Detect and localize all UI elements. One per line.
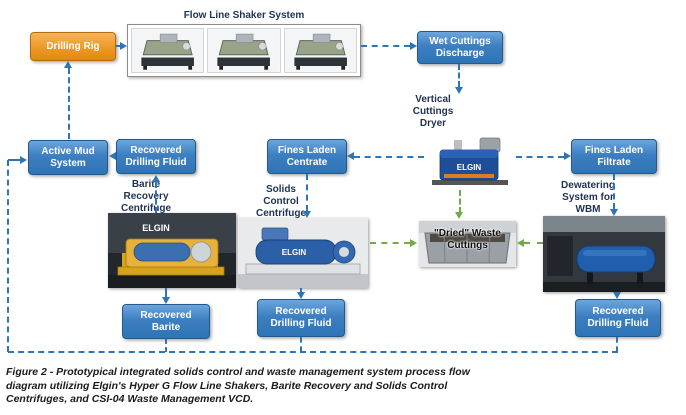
node-dried-waste-cuttings: "Dried" Waste Cuttings	[434, 228, 501, 251]
barite-centrifuge-brand-text: ELGIN	[142, 223, 170, 233]
flow-wet-cuttings-to-vcd	[458, 64, 460, 87]
flow-centrate-to-solids-centrifuge	[306, 174, 308, 211]
return-line-barite-drop	[165, 339, 167, 352]
waste-dewatering-to-dried-cuttings	[524, 242, 543, 244]
solids-control-centrifuge-photo: ELGIN	[238, 218, 368, 288]
flow-line-shaker-system-photos	[127, 24, 361, 77]
vertical-cuttings-dryer-photo: ELGIN	[424, 130, 516, 188]
flow-dewatering-to-recovered-fluid	[613, 292, 621, 299]
flow-active-mud-to-drilling-rig	[68, 68, 70, 139]
arrowhead-left-icon	[347, 152, 354, 160]
vcd-machine-illustration: ELGIN	[424, 130, 516, 188]
dried-waste-cuttings-photo	[419, 221, 516, 267]
waste-container-illustration	[419, 221, 516, 267]
node-recovered-drilling-fluid-right: Recovered Drilling Fluid	[575, 299, 661, 337]
return-line-bottom	[8, 351, 618, 353]
arrowhead-up-icon	[64, 61, 72, 68]
solids-centrifuge-brand-text: ELGIN	[282, 248, 307, 257]
return-line-mid-drop	[300, 337, 302, 352]
flow-shakers-to-wet-cuttings	[361, 45, 410, 47]
dewatering-system-label: Dewatering System for WBM	[561, 180, 615, 215]
dewatering-system-illustration	[543, 216, 665, 292]
return-line-right-drop	[616, 337, 618, 352]
waste-solids-centrifuge-to-dried-cuttings	[370, 242, 410, 244]
arrowhead-down-icon	[297, 292, 305, 299]
shaker-machine-illustration	[284, 29, 356, 72]
node-fines-laden-filtrate: Fines Laden Filtrate	[571, 139, 657, 174]
arrowhead-right-icon	[120, 42, 127, 50]
flow-barite-centrifuge-to-recovered-barite	[165, 288, 167, 298]
node-recovered-barite: Recovered Barite	[122, 304, 210, 339]
figure-caption: Figure 2 - Prototypical integrated solid…	[6, 366, 470, 406]
arrowhead-right-icon	[410, 42, 417, 50]
barite-recovery-centrifuge-label: Barite Recovery Centrifuge	[121, 179, 171, 214]
barite-centrifuge-illustration: ELGIN	[108, 213, 236, 288]
arrowhead-right-icon	[20, 156, 27, 164]
shaker-photo	[207, 28, 281, 73]
return-line-into-active-mud	[8, 159, 20, 161]
flow-recovered-fluid-to-active-mud	[109, 152, 116, 160]
flow-vcd-to-fines-centrate	[354, 156, 424, 158]
arrowhead-left-icon	[517, 239, 524, 247]
flow-solids-centrifuge-to-recovered-fluid	[300, 288, 302, 293]
shaker-machine-illustration	[132, 29, 204, 72]
flow-barite-centrifuge-to-recovered-fluid	[155, 182, 157, 213]
solids-centrifuge-illustration: ELGIN	[238, 218, 368, 288]
shaker-machine-illustration	[208, 29, 280, 72]
arrowhead-down-icon	[455, 212, 463, 219]
node-active-mud-system: Active Mud System	[28, 140, 108, 175]
arrowhead-down-icon	[455, 87, 463, 94]
node-fines-laden-centrate: Fines Laden Centrate	[267, 139, 347, 174]
node-drilling-rig: Drilling Rig	[30, 32, 116, 61]
arrowhead-right-icon	[410, 239, 417, 247]
flow-drilling-rig-to-shakers	[116, 45, 121, 47]
arrowhead-right-icon	[564, 152, 571, 160]
node-recovered-drilling-fluid-top: Recovered Drilling Fluid	[116, 139, 196, 174]
arrowhead-up-icon	[152, 175, 160, 182]
shaker-photo	[283, 28, 357, 73]
vertical-cuttings-dryer-label: Vertical Cuttings Dryer	[412, 94, 454, 129]
arrowhead-down-icon	[162, 297, 170, 304]
waste-vcd-to-dried-cuttings	[459, 190, 461, 213]
node-recovered-drilling-fluid-mid: Recovered Drilling Fluid	[257, 299, 345, 337]
arrowhead-down-icon	[610, 209, 618, 216]
barite-recovery-centrifuge-photo: ELGIN	[108, 213, 236, 288]
flow-line-shaker-system-label: Flow Line Shaker System	[183, 10, 305, 21]
dewatering-system-photo	[543, 216, 665, 292]
vcd-brand-text: ELGIN	[457, 163, 482, 172]
flow-filtrate-to-dewatering	[613, 174, 615, 209]
node-wet-cuttings-discharge: Wet Cuttings Discharge	[417, 31, 503, 64]
return-line-left-riser	[7, 160, 9, 352]
shaker-photo	[131, 28, 205, 73]
arrowhead-down-icon	[303, 211, 311, 218]
solids-control-centrifuge-label: Solids Control Centrifuge	[256, 184, 306, 219]
flow-vcd-to-fines-filtrate	[516, 156, 564, 158]
